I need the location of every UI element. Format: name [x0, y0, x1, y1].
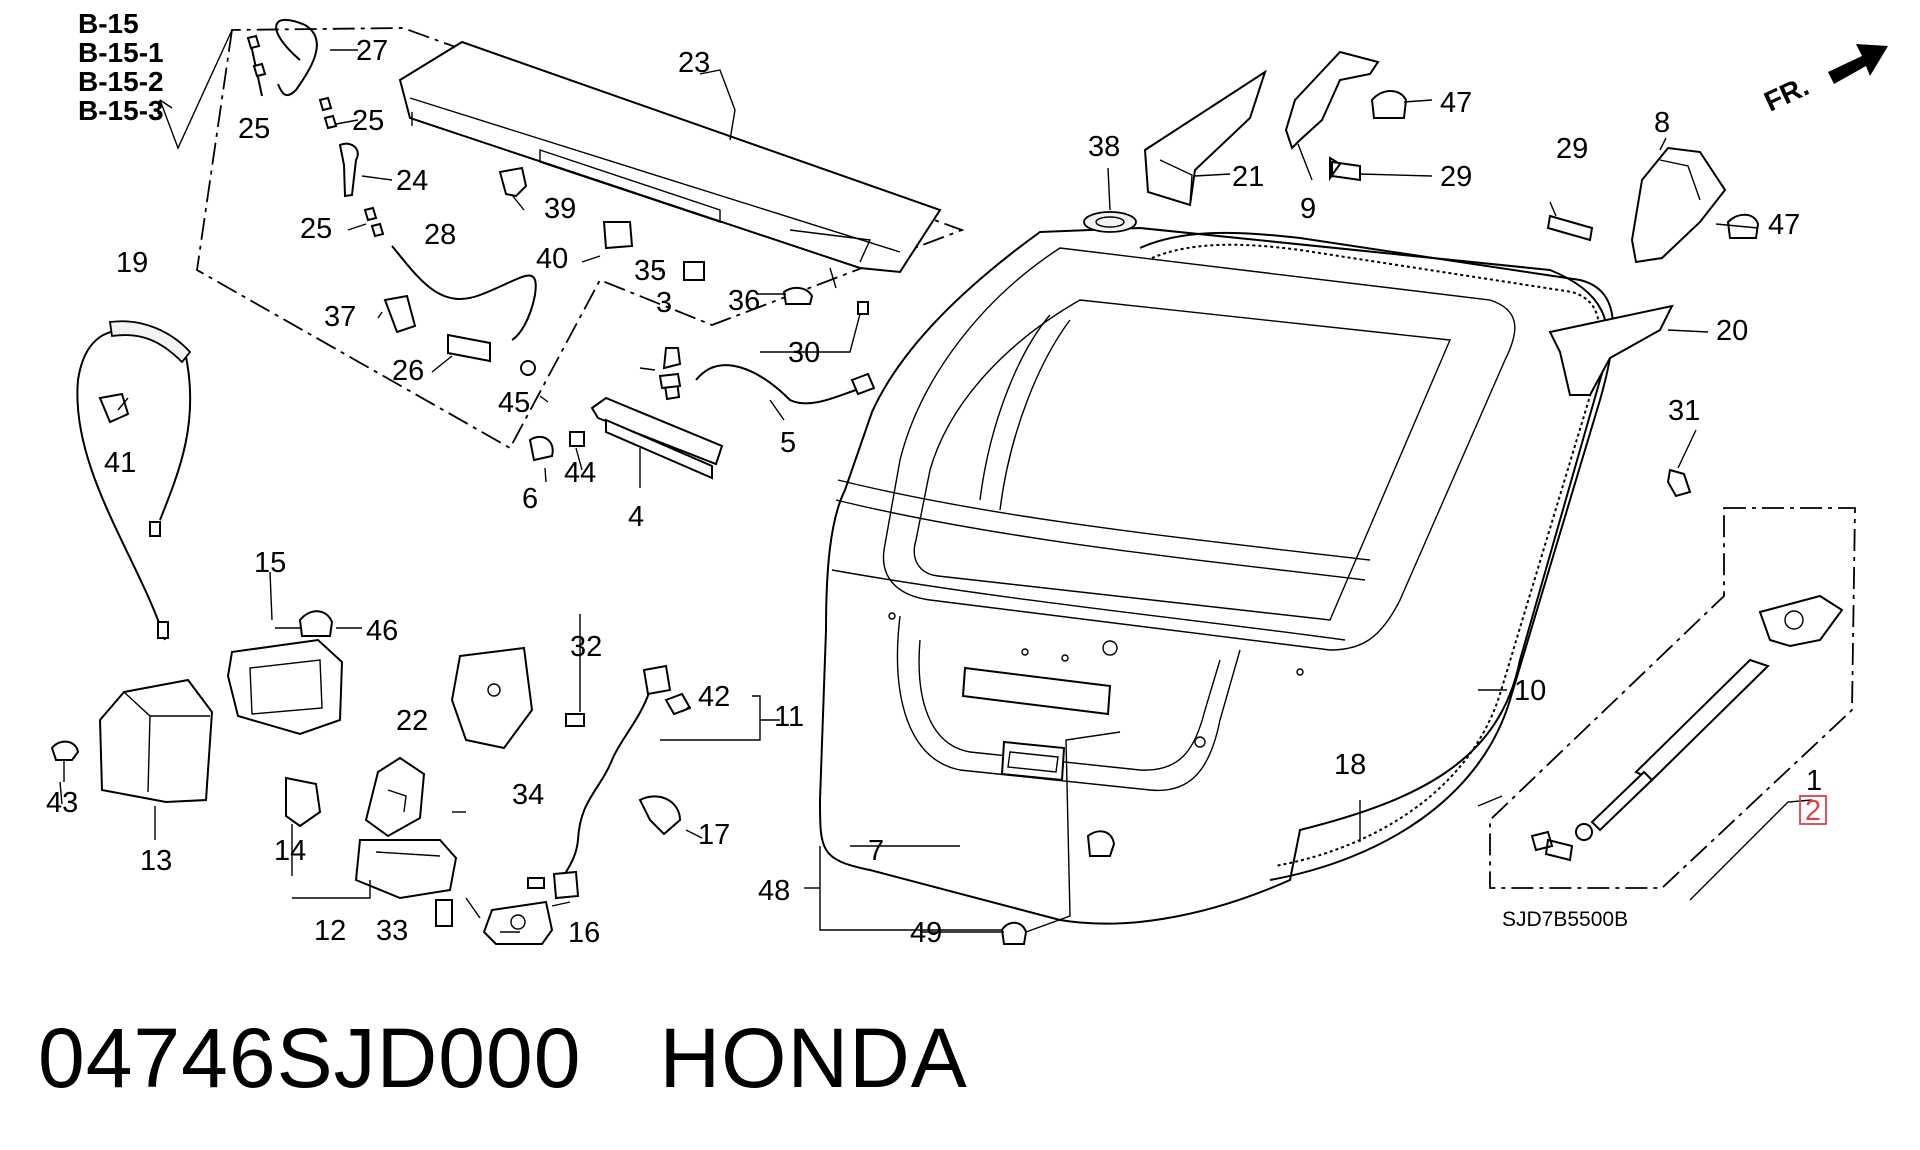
callout-31: 31	[1668, 395, 1700, 427]
callout-17: 17	[698, 819, 730, 851]
callout-20: 20	[1716, 315, 1748, 347]
callout-25: 25	[238, 113, 270, 145]
callout-32: 32	[570, 631, 602, 663]
callout-2-highlighted: 2	[1805, 795, 1821, 827]
section-ref: B-15-3	[78, 95, 164, 126]
callout-14: 14	[274, 835, 306, 867]
callout-47: 47	[1440, 87, 1472, 119]
part-number: 04746SJD000	[38, 1011, 582, 1105]
front-arrow-icon	[1828, 44, 1888, 84]
callout-47: 47	[1768, 209, 1800, 241]
callout-29: 29	[1556, 133, 1588, 165]
section-ref: B-15-2	[78, 66, 164, 97]
callout-26: 26	[392, 355, 424, 387]
callout-11: 11	[774, 701, 804, 733]
callout-8: 8	[1654, 107, 1670, 139]
callout-42: 42	[698, 681, 730, 713]
section-ref-arrowhead	[157, 99, 173, 115]
callout-5: 5	[780, 427, 796, 459]
callout-10: 10	[1514, 675, 1546, 707]
callout-15: 15	[254, 547, 286, 579]
callout-45: 45	[498, 387, 530, 419]
callout-25: 25	[352, 105, 384, 137]
wiring-harness	[552, 664, 1116, 945]
callout-44: 44	[564, 457, 596, 489]
hinge-parts	[1083, 50, 1760, 498]
callout-27: 27	[356, 35, 388, 67]
section-ref: B-15-1	[78, 37, 164, 68]
spoiler	[398, 40, 942, 289]
section-ref: B-15	[78, 8, 139, 39]
callout-3: 3	[656, 287, 672, 319]
caption: 04746SJD000 HONDA	[38, 1010, 968, 1107]
callout-33: 33	[376, 915, 408, 947]
callout-46: 46	[366, 615, 398, 647]
callout-9: 9	[1300, 193, 1316, 225]
callout-25: 25	[300, 213, 332, 245]
highlight-box	[1799, 795, 1827, 825]
callout-49: 49	[910, 917, 942, 949]
callout-36: 36	[728, 285, 760, 317]
callout-24: 24	[396, 165, 428, 197]
callout-19: 19	[116, 247, 148, 279]
callout-41: 41	[104, 447, 136, 479]
callout-34: 34	[512, 779, 544, 811]
callouts: 27 25 25 24 25 28 23 39 40 35 36 37 26 4…	[46, 35, 1827, 949]
callout-4: 4	[628, 501, 644, 533]
callout-28: 28	[424, 219, 456, 251]
latch-parts	[50, 610, 585, 945]
reference-code: SJD7B5500B	[1502, 908, 1628, 931]
section-refs: B-15 B-15-1 B-15-2 B-15-3	[78, 8, 233, 150]
callout-29: 29	[1440, 161, 1472, 193]
callout-43: 43	[46, 787, 78, 819]
callout-39: 39	[544, 193, 576, 225]
license-light	[590, 364, 876, 480]
callout-37: 37	[324, 301, 356, 333]
washer-hose	[246, 19, 537, 376]
callout-1: 1	[1806, 765, 1822, 797]
callout-48: 48	[758, 875, 790, 907]
callout-38: 38	[1088, 131, 1120, 163]
callout-6: 6	[522, 483, 538, 515]
callout-21: 21	[1232, 161, 1264, 193]
callout-22: 22	[396, 705, 428, 737]
callout-7: 7	[868, 835, 884, 867]
gas-strut	[1530, 594, 1844, 862]
small-clips-upper	[498, 166, 869, 462]
tailgate	[818, 226, 1609, 925]
release-cable	[76, 320, 192, 641]
front-indicator: FR.	[1759, 44, 1888, 117]
callout-13: 13	[140, 845, 172, 877]
callout-16: 16	[568, 917, 600, 949]
callout-35: 35	[634, 255, 666, 287]
callout-18: 18	[1334, 749, 1366, 781]
callout-12: 12	[314, 915, 346, 947]
leader-lines	[59, 49, 1813, 933]
front-label: FR.	[1759, 70, 1813, 117]
section-ref-pointer	[159, 29, 233, 150]
callout-30: 30	[788, 337, 820, 369]
brand-name: HONDA	[659, 1011, 968, 1105]
callout-23: 23	[678, 47, 710, 79]
callout-40: 40	[536, 243, 568, 275]
